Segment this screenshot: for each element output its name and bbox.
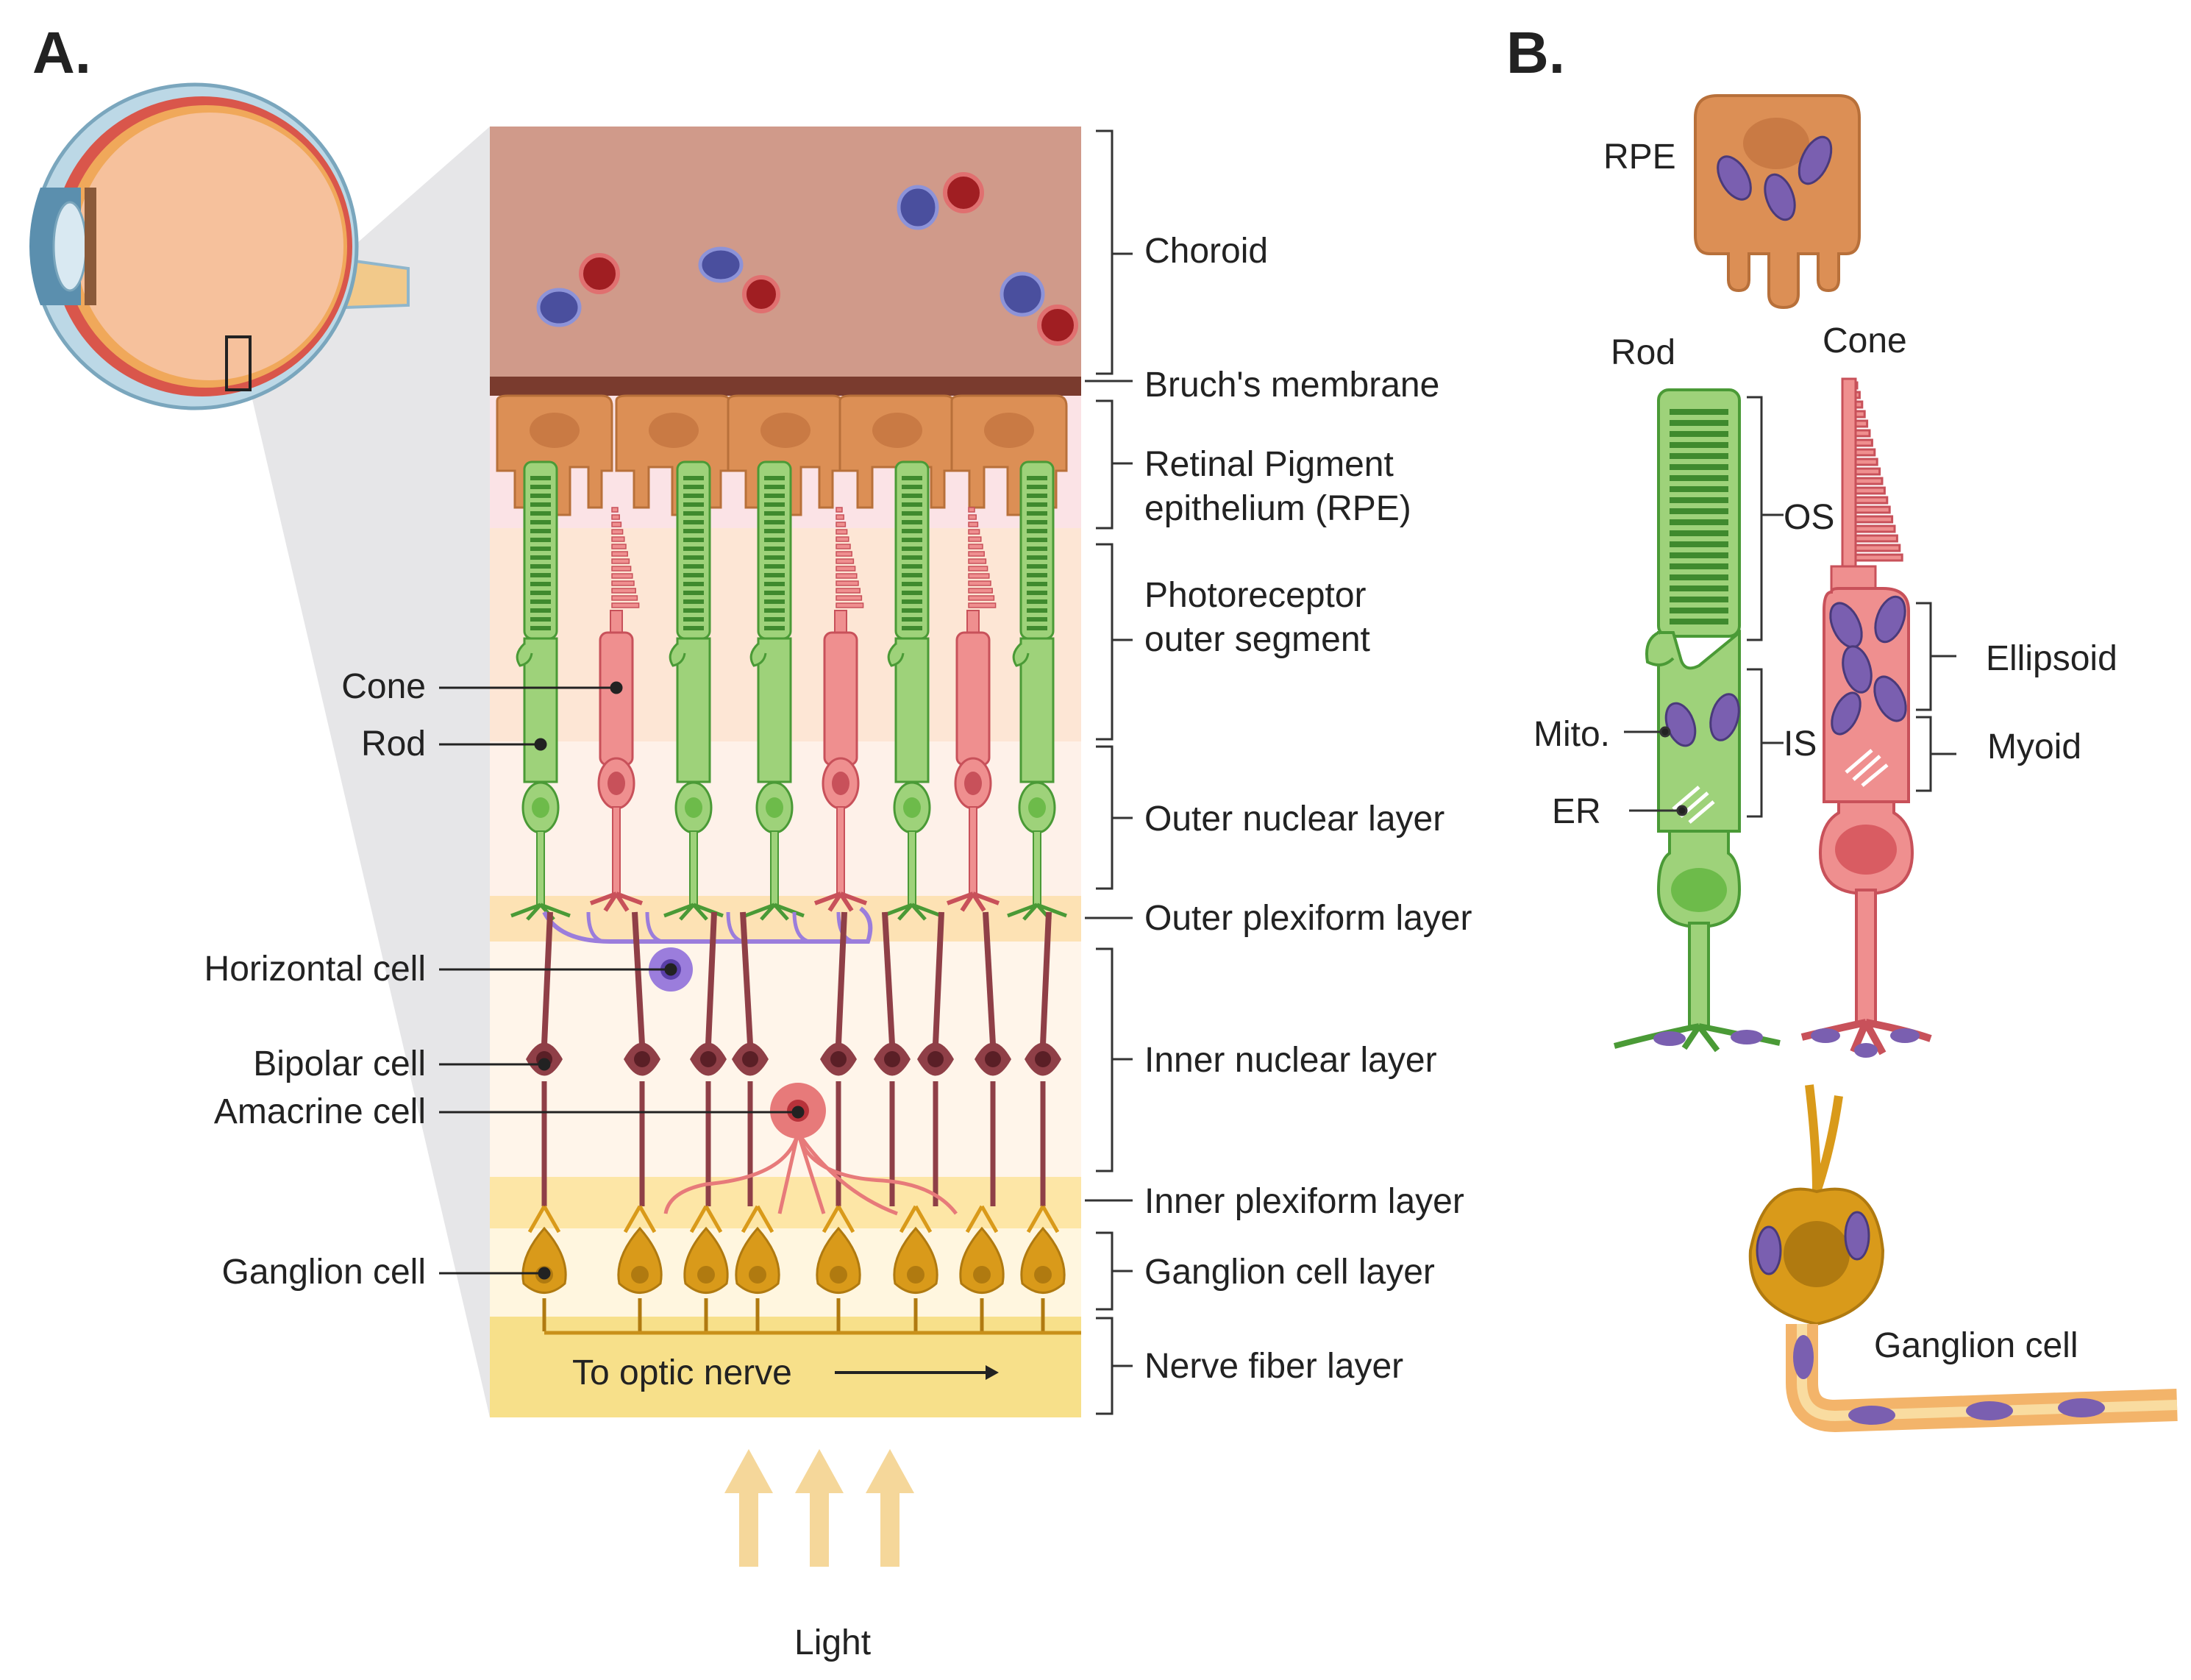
bracket-inl [1096, 947, 1133, 1172]
panel-b-label: B. [1506, 20, 1565, 85]
cone-cell [589, 507, 644, 912]
optic-nerve-arrow [835, 1365, 999, 1380]
label-b-rod: Rod [1611, 333, 1676, 372]
label-light: Light [794, 1623, 872, 1662]
rod-cell [1007, 460, 1067, 921]
ganglion-cell [959, 1205, 1005, 1331]
bracket-pos [1096, 543, 1133, 741]
bracket-choroid [1096, 129, 1133, 375]
leader-ganglion [439, 1267, 551, 1280]
bipolar-cell [1025, 911, 1061, 1206]
label-b-ganglion: Ganglion cell [1874, 1326, 2078, 1365]
ganglion-cell [683, 1205, 729, 1331]
ganglion-cell [816, 1205, 861, 1331]
label-bipolar: Bipolar cell [253, 1044, 426, 1083]
cone-cell [946, 507, 1000, 912]
amacrine-cell [663, 1083, 958, 1216]
leader-amacrine [439, 1106, 805, 1119]
bracket-nfl [1096, 1317, 1133, 1415]
cone-cilium [1841, 377, 1857, 568]
blood-cells [536, 172, 1078, 346]
leader-horizontal [439, 963, 677, 976]
bruch-membrane [490, 377, 1081, 396]
label-b-ellipsoid: Ellipsoid [1986, 639, 2117, 678]
leader-bipolar [439, 1058, 551, 1071]
ganglion-cell [893, 1205, 938, 1331]
panel-b-brackets [1624, 396, 1956, 818]
ganglion-cell [1020, 1205, 1066, 1331]
label-b-mito: Mito. [1533, 715, 1611, 754]
label-b-os: OS [1784, 498, 1835, 537]
layer-brackets [1085, 129, 1133, 1415]
label-b-myoid: Myoid [1987, 727, 2082, 766]
inner-retina [521, 906, 1081, 1335]
bipolar-cell [975, 911, 1011, 1206]
label-inl: Inner nuclear layer [1144, 1041, 1437, 1080]
photoreceptors [510, 460, 1067, 921]
label-pos-line2: outer segment [1144, 620, 1370, 659]
choroid-layer [490, 127, 1081, 377]
rpe-cells [496, 394, 1068, 516]
bracket-onl [1096, 745, 1133, 890]
label-gcl: Ganglion cell layer [1144, 1253, 1435, 1292]
ganglion-cell [617, 1205, 663, 1331]
rod-cell [663, 460, 724, 921]
label-horizontal: Horizontal cell [204, 950, 426, 989]
cell-leaders [439, 681, 805, 1280]
bracket-rpe [1096, 399, 1133, 530]
label-b-is: IS [1784, 725, 1817, 764]
panel-b-ganglion [1748, 1084, 2178, 1433]
rod-cell [744, 460, 805, 921]
label-b-cone: Cone [1823, 321, 1907, 360]
label-choroid: Choroid [1144, 232, 1269, 271]
label-rpe-line2: epithelium (RPE) [1144, 489, 1411, 528]
bipolar-cell [624, 911, 660, 1206]
rod-cell [882, 460, 942, 921]
label-bruch: Bruch's membrane [1144, 366, 1440, 405]
cone-cell [813, 507, 868, 912]
label-amacrine: Amacrine cell [213, 1092, 426, 1131]
eye-illustration [29, 82, 490, 1417]
label-optic-nerve: To optic nerve [572, 1353, 792, 1392]
label-pos-line1: Photoreceptor [1144, 576, 1367, 615]
zoom-cone [227, 127, 490, 1417]
ganglion-cell [735, 1205, 780, 1331]
panel-b-cone [1800, 377, 1932, 1058]
leader-cone [439, 681, 623, 694]
panel-b-rpe [1694, 94, 1861, 310]
label-ganglion: Ganglion cell [221, 1253, 427, 1292]
label-rod: Rod [360, 725, 426, 764]
bracket-gcl [1096, 1231, 1133, 1311]
rod-cell [510, 460, 571, 921]
label-opl: Outer plexiform layer [1144, 899, 1472, 938]
label-nfl: Nerve fiber layer [1144, 1347, 1404, 1386]
label-b-rpe: RPE [1603, 138, 1676, 177]
bipolar-cell [874, 911, 911, 1206]
zoom-box [225, 335, 252, 391]
bipolar-cell [732, 911, 769, 1206]
label-ipl: Inner plexiform layer [1144, 1182, 1464, 1221]
label-rpe-line1: Retinal Pigment [1144, 445, 1394, 484]
bipolar-cell [820, 911, 857, 1206]
label-b-er: ER [1552, 792, 1601, 831]
panel-b-rod [1613, 388, 1781, 1053]
label-cone: Cone [341, 667, 426, 706]
label-onl: Outer nuclear layer [1144, 800, 1445, 839]
bipolar-cell [917, 911, 954, 1206]
leader-rod [439, 738, 547, 751]
panel-a-label: A. [32, 20, 91, 85]
light-arrows [724, 1449, 914, 1567]
